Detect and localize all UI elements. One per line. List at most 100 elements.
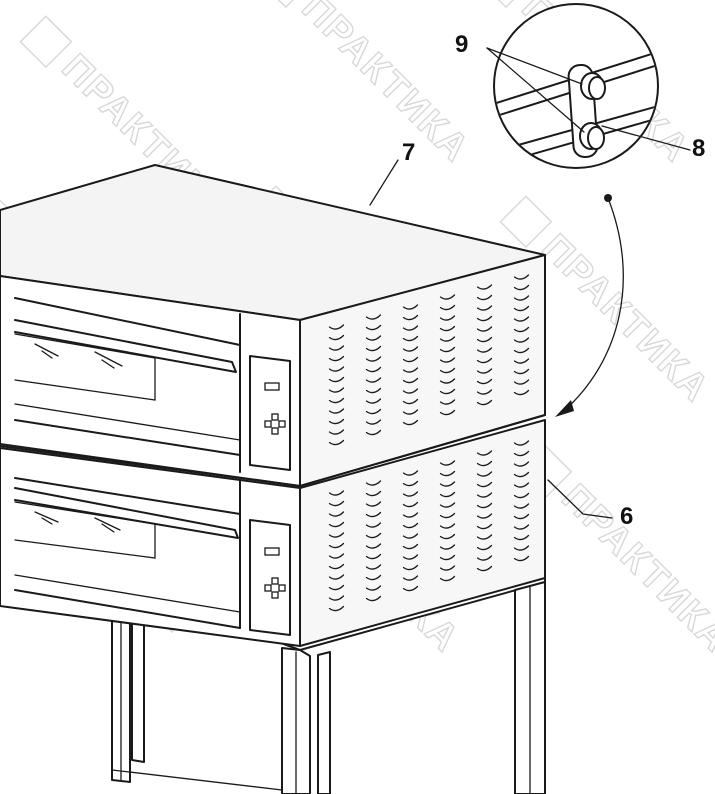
lower-keypad-icon — [264, 577, 286, 599]
vent-slot — [402, 522, 419, 529]
callout-labels: 9 8 7 6 — [402, 31, 705, 530]
upper-oven-deck — [0, 164, 546, 487]
vent-slot — [402, 367, 419, 373]
vent-slot — [328, 418, 345, 425]
vent-slot — [328, 563, 345, 570]
vent-slot — [365, 480, 382, 486]
vent-slot — [513, 503, 530, 509]
vent-slot — [439, 399, 456, 405]
bolt-upper — [580, 72, 606, 100]
vent-slot — [402, 314, 419, 321]
vent-slot — [476, 336, 493, 343]
vent-slot — [402, 470, 419, 476]
vent-slot — [439, 575, 456, 582]
vent-slot — [513, 555, 530, 562]
vent-slot — [365, 501, 382, 507]
vent-slot — [365, 345, 382, 352]
vent-slot — [439, 533, 456, 540]
callout-label-7: 7 — [402, 139, 415, 166]
vent-slot — [513, 284, 530, 291]
vent-slot — [513, 295, 530, 301]
arrowhead-icon — [555, 400, 574, 417]
vent-slot — [476, 389, 493, 395]
vent-slot — [402, 491, 419, 497]
vent-slot — [328, 595, 345, 601]
vent-slot — [513, 326, 530, 333]
lower-control-panel — [249, 519, 291, 636]
vent-slot — [328, 500, 345, 507]
vent-slot — [513, 545, 530, 551]
vent-slot — [476, 305, 493, 311]
vent-slot — [328, 490, 345, 496]
vent-slot — [328, 553, 345, 559]
vent-slot — [439, 565, 456, 571]
vent-slot — [513, 274, 530, 280]
vent-slot — [476, 471, 493, 477]
upper-side-vents — [328, 274, 530, 446]
vent-slot — [365, 490, 382, 497]
leader-8 — [601, 125, 691, 151]
vent-slot — [402, 356, 419, 363]
detail-magnifier — [493, 3, 659, 169]
vent-slot — [365, 543, 382, 549]
vent-slot — [365, 314, 382, 320]
upper-door-handle — [14, 319, 237, 373]
vent-slot — [402, 543, 419, 550]
bolt-lower — [579, 122, 605, 150]
vent-slot — [365, 324, 382, 331]
vent-slot — [439, 357, 456, 363]
vent-slot — [402, 304, 419, 310]
vent-slot — [402, 501, 419, 508]
vent-slot — [365, 377, 382, 383]
upper-control-panel — [249, 355, 291, 471]
vent-slot — [513, 305, 530, 312]
vent-slot — [365, 553, 382, 560]
vent-slot — [439, 554, 456, 561]
vent-slot — [439, 512, 456, 519]
vent-slot — [476, 399, 493, 406]
vent-slot — [439, 491, 456, 498]
callout-label-9: 9 — [455, 31, 468, 58]
vent-slot — [439, 470, 456, 477]
vent-slot — [513, 440, 530, 446]
vent-slot — [513, 513, 530, 520]
vent-slot — [365, 595, 382, 602]
vent-slot — [328, 584, 345, 591]
vent-slot — [328, 324, 345, 330]
vent-slot — [328, 387, 345, 393]
callout-label-8: 8 — [692, 135, 705, 162]
vent-slot — [439, 388, 456, 395]
vent-slot — [402, 346, 419, 352]
vent-slot — [365, 419, 382, 425]
vent-slot — [476, 523, 493, 530]
vent-slot — [328, 542, 345, 549]
vent-slot — [513, 482, 530, 488]
vent-slot — [365, 408, 382, 415]
vent-slot — [476, 315, 493, 322]
callout-label-6: 6 — [620, 503, 633, 530]
vent-slot — [402, 398, 419, 405]
vent-slot — [476, 450, 493, 456]
watermark-text: ПРАКТИКА — [554, 477, 715, 661]
watermark-logo-icon — [499, 195, 553, 249]
vent-slot — [402, 512, 419, 518]
vent-slot — [439, 481, 456, 487]
vent-slot — [365, 387, 382, 394]
vent-slot — [402, 335, 419, 342]
vent-slot — [439, 336, 456, 342]
lower-side-vents — [328, 440, 530, 612]
vent-slot — [402, 575, 419, 581]
vent-slot — [402, 325, 419, 331]
vent-slot — [439, 294, 456, 300]
stand-leg-rear — [317, 651, 331, 794]
vent-slot — [402, 409, 419, 415]
vent-slot — [439, 544, 456, 550]
vent-slot — [402, 564, 419, 571]
vent-slot — [476, 544, 493, 551]
leader-lines — [369, 47, 691, 519]
vent-slot — [476, 357, 493, 364]
vent-slot — [365, 366, 382, 373]
vent-slot — [476, 368, 493, 374]
vent-slot — [439, 460, 456, 466]
